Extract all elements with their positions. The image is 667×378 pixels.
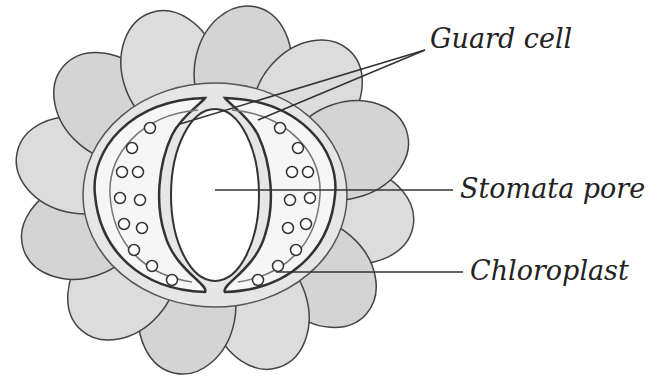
chloroplast [117,167,128,178]
leader-line [258,50,425,120]
chloroplast [145,123,156,134]
chloroplast [291,245,302,256]
chloroplast [283,223,294,234]
chloroplast [119,219,130,230]
chloroplast [167,275,178,286]
leader-line [180,50,425,124]
guard-cell-region [83,83,347,307]
chloroplast [147,261,158,272]
chloroplast [115,193,126,204]
part-label: Stomata pore [460,174,645,204]
stoma-pore [171,109,259,281]
chloroplast [287,167,298,178]
chloroplast [305,193,316,204]
part-label: Guard cell [430,24,572,54]
chloroplast [127,143,138,154]
chloroplasts [115,123,316,286]
epidermal-cells [7,0,422,378]
chloroplast [275,123,286,134]
chloroplast [133,167,144,178]
leader-line [276,271,463,273]
leader-line [215,189,453,191]
chloroplast [135,195,146,206]
part-label: Chloroplast [470,256,629,286]
chloroplast [303,167,314,178]
chloroplast [301,219,312,230]
chloroplast [137,223,148,234]
chloroplast [273,261,284,272]
chloroplast [129,245,140,256]
chloroplast [285,195,296,206]
chloroplast [253,275,264,286]
chloroplast [293,143,304,154]
